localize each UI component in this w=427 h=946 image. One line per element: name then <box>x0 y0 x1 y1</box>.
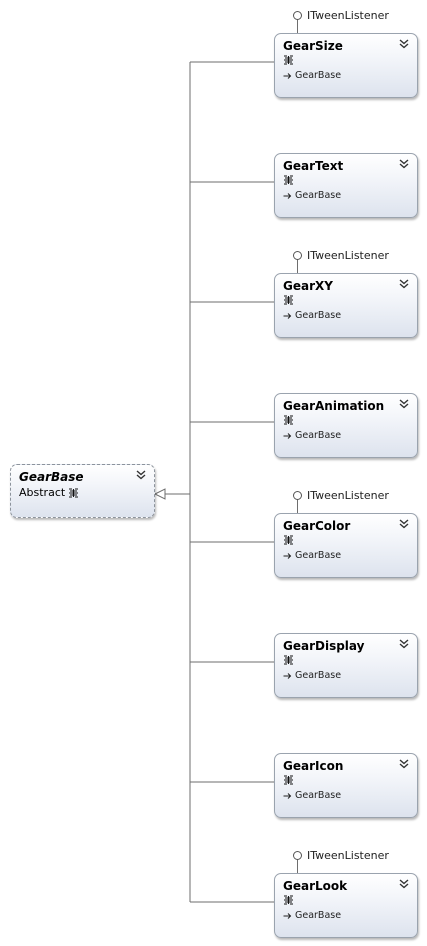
class-name: GearText <box>283 159 344 173</box>
class-box-gearbase[interactable]: GearBase Abstract <box>10 464 155 518</box>
base-class-row: GearBase <box>283 670 341 681</box>
class-icon <box>284 895 293 905</box>
interface-circle-icon <box>293 491 302 500</box>
interface-circle-icon <box>293 851 302 860</box>
class-icon <box>69 487 79 498</box>
chevron-double-down-icon[interactable] <box>398 38 410 50</box>
base-class-label: GearBase <box>295 190 342 201</box>
interface-circle-icon <box>293 251 302 260</box>
interface-lollipop: ITweenListener <box>293 249 389 262</box>
class-icon-row <box>283 535 294 545</box>
class-name: GearBase <box>19 470 84 484</box>
class-name: GearXY <box>283 279 333 293</box>
chevron-double-down-icon[interactable] <box>398 158 410 170</box>
stereotype-row: Abstract <box>19 486 79 499</box>
class-icon-row <box>283 175 294 185</box>
class-name: GearColor <box>283 519 351 533</box>
arrow-right-icon <box>283 192 292 199</box>
base-class-row: GearBase <box>283 910 341 921</box>
arrow-right-icon <box>283 72 292 79</box>
base-class-label: GearBase <box>295 910 342 921</box>
chevron-double-down-icon[interactable] <box>398 878 410 890</box>
arrow-right-icon <box>283 672 292 679</box>
interface-label: ITweenListener <box>307 249 389 262</box>
class-box-gearxy[interactable]: GearXY GearBase <box>274 273 418 338</box>
base-class-label: GearBase <box>295 550 342 561</box>
chevron-double-down-icon[interactable] <box>398 278 410 290</box>
base-class-row: GearBase <box>283 310 341 321</box>
base-class-row: GearBase <box>283 70 341 81</box>
chevron-double-down-icon[interactable] <box>398 758 410 770</box>
base-class-row: GearBase <box>283 550 341 561</box>
class-name: GearLook <box>283 879 348 893</box>
stereotype-label: Abstract <box>19 486 66 499</box>
interface-lollipop: ITweenListener <box>293 849 389 862</box>
class-icon <box>284 655 293 665</box>
chevron-double-down-icon[interactable] <box>398 398 410 410</box>
chevron-double-down-icon[interactable] <box>135 469 147 481</box>
class-icon <box>284 535 293 545</box>
base-class-row: GearBase <box>283 190 341 201</box>
arrow-right-icon <box>283 312 292 319</box>
inheritance-arrowhead-icon <box>153 488 166 500</box>
interface-label: ITweenListener <box>307 489 389 502</box>
class-name: GearIcon <box>283 759 344 773</box>
interface-label: ITweenListener <box>307 849 389 862</box>
class-icon-row <box>283 775 294 785</box>
interface-lollipop: ITweenListener <box>293 9 389 22</box>
base-class-label: GearBase <box>295 790 342 801</box>
class-icon <box>284 775 293 785</box>
arrow-right-icon <box>283 912 292 919</box>
base-class-row: GearBase <box>283 430 341 441</box>
base-class-row: GearBase <box>283 790 341 801</box>
interface-lollipop: ITweenListener <box>293 489 389 502</box>
class-name: GearSize <box>283 39 343 53</box>
class-icon <box>284 175 293 185</box>
arrow-right-icon <box>283 792 292 799</box>
class-icon <box>284 55 293 65</box>
class-icon-row <box>283 55 294 65</box>
base-class-label: GearBase <box>295 310 342 321</box>
arrow-right-icon <box>283 552 292 559</box>
base-class-label: GearBase <box>295 670 342 681</box>
class-icon-row <box>283 295 294 305</box>
class-icon <box>284 415 293 425</box>
class-icon <box>284 295 293 305</box>
interface-label: ITweenListener <box>307 9 389 22</box>
class-name: GearAnimation <box>283 399 385 413</box>
base-class-label: GearBase <box>295 70 342 81</box>
class-icon-row <box>283 415 294 425</box>
class-name: GearDisplay <box>283 639 365 653</box>
chevron-double-down-icon[interactable] <box>398 638 410 650</box>
chevron-double-down-icon[interactable] <box>398 518 410 530</box>
interface-circle-icon <box>293 11 302 20</box>
class-icon-row <box>283 895 294 905</box>
class-icon-row <box>283 655 294 665</box>
arrow-right-icon <box>283 432 292 439</box>
base-class-label: GearBase <box>295 430 342 441</box>
